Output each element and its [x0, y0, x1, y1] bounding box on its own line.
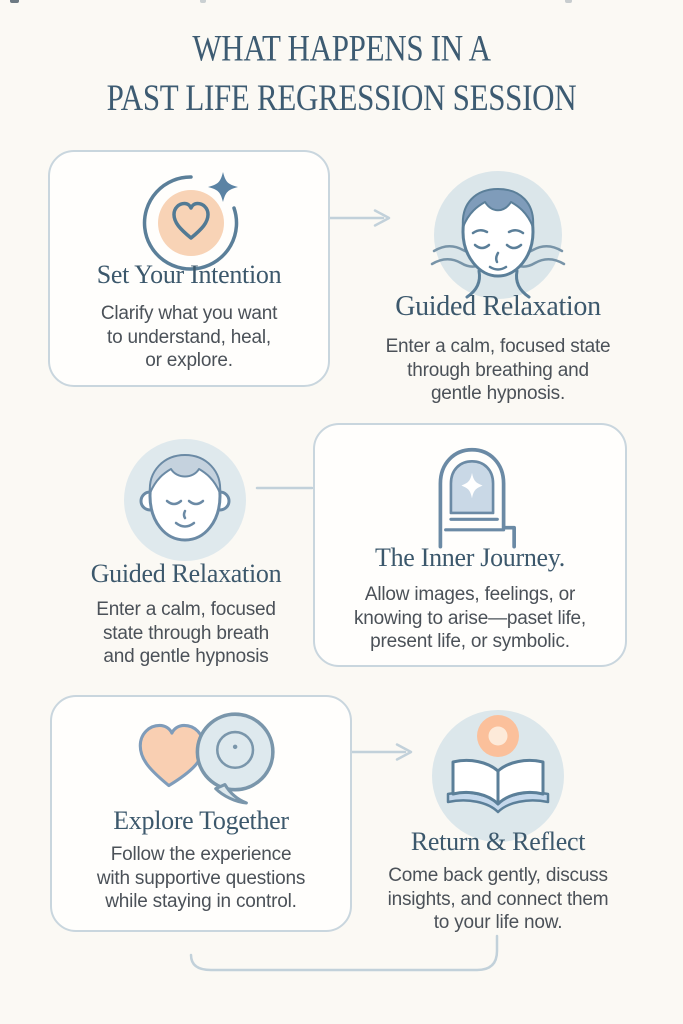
step-body: Come back gently, discuss insights, and …: [387, 865, 609, 933]
step-body: Enter a calm, focused state through brea…: [96, 599, 276, 667]
title-line-1: WHAT HAPPENS IN A: [192, 27, 491, 69]
page-title: WHAT HAPPENS IN A PAST LIFE REGRESSION S…: [0, 24, 683, 123]
calm-face-waves-icon: [428, 165, 568, 305]
step-card-set-your-intention: Set Your Intention Clarify what you want…: [48, 150, 330, 387]
step-body: Enter a calm, focused state through brea…: [385, 336, 611, 404]
edge-artifact: [565, 0, 572, 3]
step-body: Clarify what you want to understand, hea…: [100, 303, 278, 371]
edge-artifact: [10, 0, 19, 3]
step-heading: Explore Together: [113, 806, 289, 835]
step-guided-relaxation-top: Guided Relaxation Enter a calm, focused …: [347, 160, 649, 410]
step-card-explore-together: Explore Together Follow the experience w…: [50, 695, 352, 932]
heart-sparkle-icon: [135, 164, 247, 276]
heart-speech-bubble-icon: [129, 704, 277, 806]
step-guided-relaxation-middle: Guided Relaxation Enter a calm, focused …: [36, 430, 336, 670]
doorway-sparkle-icon: [419, 435, 525, 553]
step-heading: Guided Relaxation: [395, 291, 601, 322]
step-heading: Return & Reflect: [410, 827, 586, 856]
calm-face-icon: [120, 435, 250, 565]
step-heading: Set Your Intention: [96, 260, 282, 289]
title-line-2: PAST LIFE REGRESSION SESSION: [106, 77, 577, 119]
step-body: Allow images, feelings, or knowing to ar…: [353, 584, 587, 652]
step-card-inner-journey: The Inner Journey. Allow images, feeling…: [313, 423, 627, 667]
step-heading: Guided Relaxation: [90, 559, 282, 588]
edge-artifact: [200, 0, 206, 3]
open-book-glow-icon: [428, 706, 568, 846]
step-return-reflect: Return & Reflect Come back gently, discu…: [347, 700, 649, 950]
step-body: Follow the experience with supportive qu…: [96, 844, 306, 912]
step-heading: The Inner Journey.: [374, 543, 565, 572]
